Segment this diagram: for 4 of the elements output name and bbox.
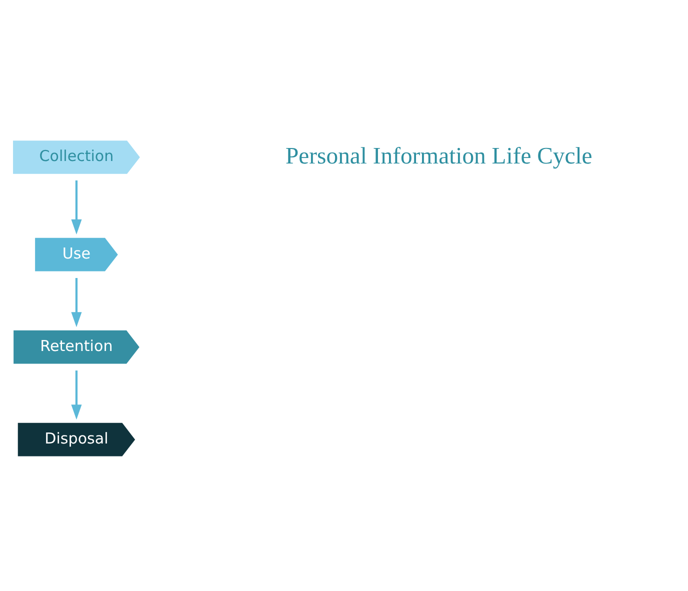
arrow: [71, 180, 82, 234]
arrow: [71, 278, 82, 327]
label: Personal Information Life Cycle: [286, 142, 592, 169]
arrow: [71, 370, 82, 420]
